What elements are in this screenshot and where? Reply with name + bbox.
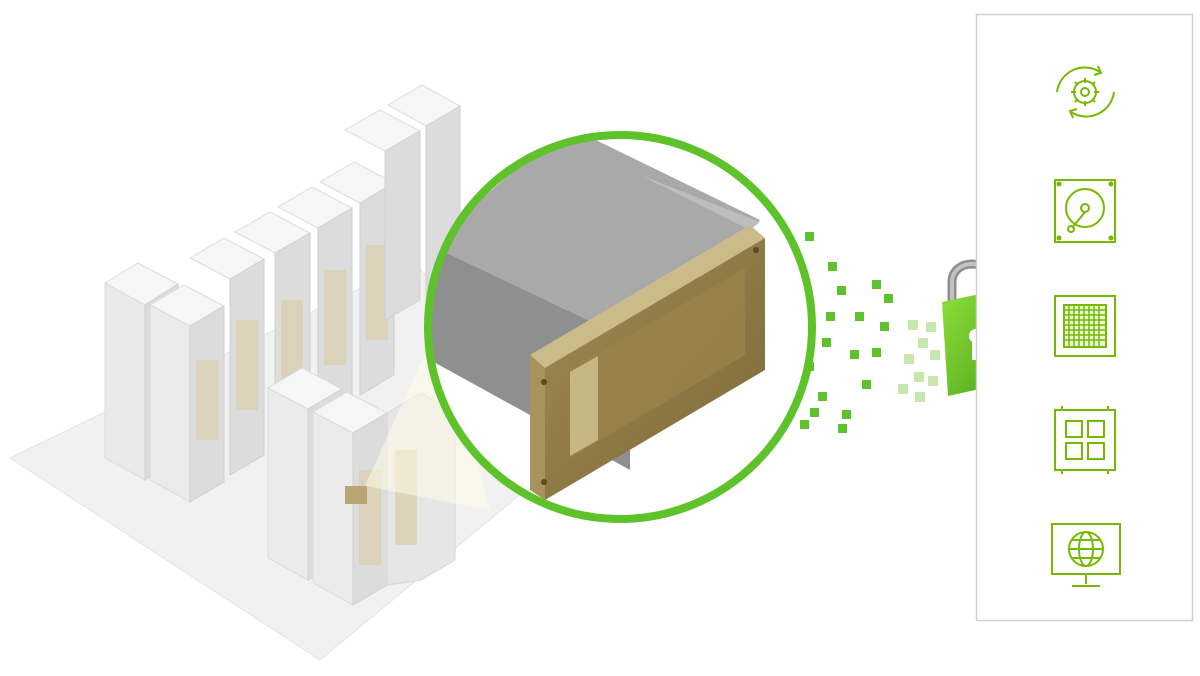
server-rack — [311, 391, 389, 606]
board-modules-icon — [1054, 406, 1116, 474]
zoom-circle — [424, 131, 816, 523]
hard-drive-icon — [1054, 179, 1116, 243]
server-rack — [148, 284, 226, 503]
capabilities-panel — [975, 13, 1194, 622]
gpu-module — [530, 225, 765, 500]
memory-chip-icon — [1054, 295, 1116, 357]
server-rack — [276, 186, 354, 421]
globe-monitor-icon — [1051, 523, 1121, 587]
data-stream — [800, 232, 940, 433]
gear-cycle-icon — [1056, 65, 1115, 119]
server-rack — [343, 109, 422, 321]
zoom-beam — [365, 320, 490, 510]
server-rack — [188, 237, 266, 476]
